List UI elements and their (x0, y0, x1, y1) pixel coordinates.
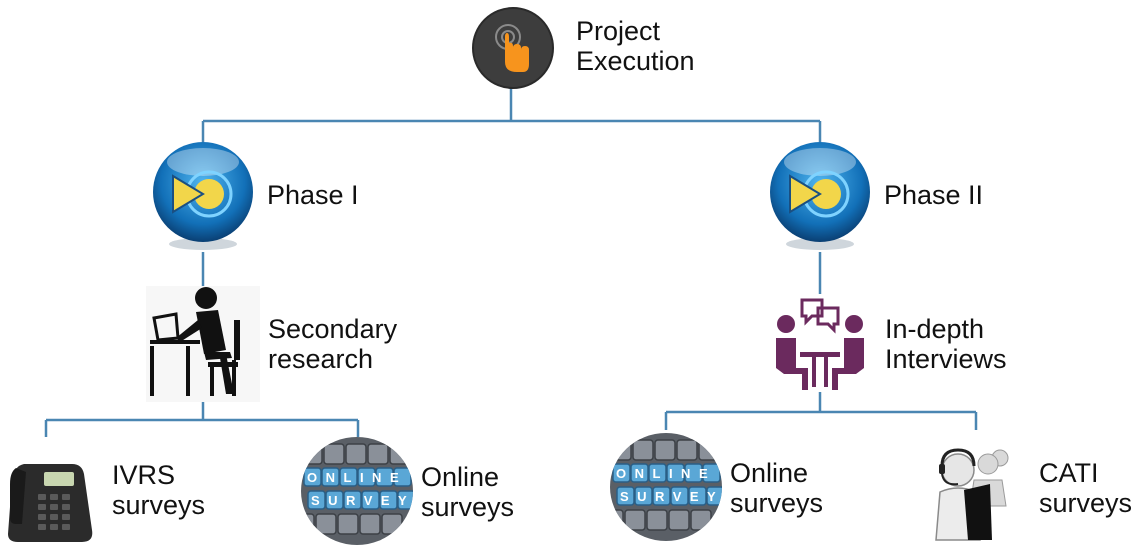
secondary-label-line2: research (268, 344, 374, 374)
phase1-label: Phase I (267, 180, 359, 210)
online1-label-line2: surveys (421, 492, 515, 522)
desk-phone-icon (6, 458, 98, 544)
online2-label-line1: Online (730, 458, 809, 488)
ivrs-label-line2: surveys (112, 490, 206, 520)
online1-label-line1: Online (421, 462, 500, 492)
online-survey-keyboard-icon: ONLINE SURVEY (609, 432, 723, 542)
pointing-hand-button-icon (471, 6, 555, 90)
online-survey-keyboard-icon: ONLINE SURVEY (300, 436, 414, 546)
root-label-line2: Execution (576, 46, 695, 76)
phase2-label: Phase II (884, 180, 984, 210)
keyboard-row2-text: SURVEY (311, 493, 414, 508)
keyboard-row1-text: ONLINE (616, 466, 716, 481)
online2-label: Online surveys (730, 458, 823, 518)
cati-label-line2: surveys (1039, 488, 1133, 518)
online2-label-line2: surveys (730, 488, 824, 518)
indepth-label: In-depth Interviews (885, 314, 1007, 374)
root-label-line1: Project (576, 16, 661, 46)
keyboard-row1-text: ONLINE (307, 470, 407, 485)
ivrs-label-line1: IVRS (112, 460, 176, 490)
play-target-orb-icon (151, 140, 255, 252)
root-label: Project Execution (576, 16, 695, 76)
call-center-agents-icon (934, 436, 1026, 544)
online1-label: Online surveys (421, 462, 514, 522)
interview-people-icon (772, 294, 868, 392)
secondary-label: Secondary research (268, 314, 397, 374)
indepth-label-line1: In-depth (885, 314, 985, 344)
ivrs-label: IVRS surveys (112, 460, 205, 520)
cati-label-line1: CATI (1039, 458, 1099, 488)
cati-label: CATI surveys (1039, 458, 1132, 518)
keyboard-row2-text: SURVEY (620, 489, 723, 504)
play-target-orb-icon (768, 140, 872, 252)
secondary-label-line1: Secondary (268, 314, 398, 344)
person-at-laptop-icon (146, 286, 260, 402)
indepth-label-line2: Interviews (885, 344, 1007, 374)
